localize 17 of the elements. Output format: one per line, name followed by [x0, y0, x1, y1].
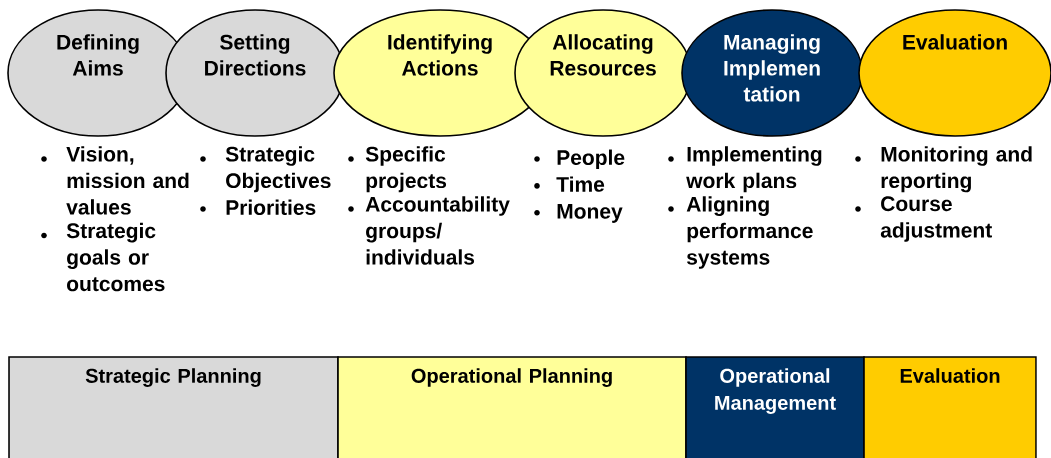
- phase-box: Operational Planning: [337, 356, 687, 458]
- bullet-item: Vision, mission and values: [41, 146, 189, 215]
- bullet-item: Course adjustment: [855, 196, 992, 242]
- bullet-item: Monitoring and reporting: [855, 146, 1032, 193]
- phase-box: Strategic Planning: [8, 356, 339, 458]
- bullet-item: Strategic goals or outcomes: [41, 222, 165, 292]
- bullet-item: Money: [534, 204, 623, 223]
- phase-box: Evaluation: [863, 356, 1037, 458]
- bullet-item: Aligning performance systems: [668, 196, 813, 269]
- bullet-item: Specific projects: [348, 146, 447, 193]
- phase-box: Operational Management: [685, 356, 865, 458]
- bullet-item: Strategic Objectives: [200, 146, 331, 193]
- bullet-item: Implementing work plans: [668, 146, 822, 193]
- bullet-item: Time: [534, 176, 605, 192]
- bullet-item: Accountability groups/ individuals: [348, 196, 510, 265]
- bullet-item: Priorities: [200, 199, 316, 215]
- bullet-item: People: [534, 149, 625, 170]
